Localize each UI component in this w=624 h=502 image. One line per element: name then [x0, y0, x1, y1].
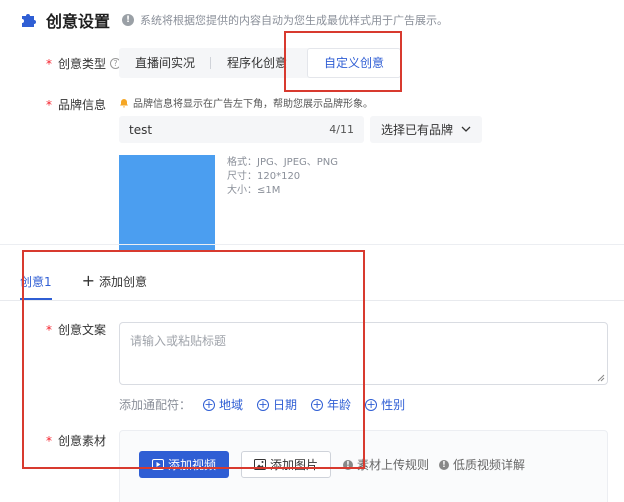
plus-circle-icon: +: [365, 397, 378, 411]
wildcard-age[interactable]: +年龄: [311, 397, 352, 412]
image-icon: [253, 459, 266, 470]
chevron-down-icon: [461, 124, 471, 135]
brand-logo-upload[interactable]: [119, 155, 215, 251]
wildcard-date[interactable]: +日期: [257, 397, 298, 412]
section-title: 创意设置: [46, 12, 111, 31]
brand-name-value: test: [129, 122, 153, 137]
creative-tabs: 创意1 + 添加创意: [20, 270, 177, 300]
required-mark: *: [46, 433, 52, 448]
logo-specs: 格式：JPG、JPEG、PNG 尺寸：120*120 大小：≤1M: [227, 157, 339, 196]
tab-underline-rule: [0, 300, 624, 301]
type-option-live[interactable]: 直播间实况: [119, 48, 212, 78]
plus-circle-icon: +: [257, 397, 270, 411]
quality-details-link[interactable]: ! 低质视频详解: [439, 456, 525, 473]
creative-copy-label: * 创意文案: [46, 322, 107, 338]
creative-type-label: * 创意类型 ?: [46, 55, 122, 72]
puzzle-icon: [22, 14, 36, 27]
brand-hint: 品牌信息将显示在广告左下角，帮助您展示品牌形象。: [119, 95, 373, 110]
plus-circle-icon: +: [203, 397, 216, 411]
brand-name-input[interactable]: test 4/11: [119, 116, 364, 143]
creative-copy-textarea[interactable]: 请输入或粘贴标题: [119, 322, 608, 385]
wildcard-gender[interactable]: +性别: [365, 397, 406, 412]
info-icon: !: [122, 14, 135, 26]
section-header: 创意设置 ! 系统将根据您提供的内容自动为您生成最优样式用于广告展示。: [20, 9, 448, 31]
plus-icon: +: [81, 271, 96, 290]
wildcard-row: 添加通配符： +地域 +日期 +年龄 +性别: [119, 396, 419, 413]
plus-circle-icon: +: [311, 397, 324, 411]
add-creative-button[interactable]: + 添加创意: [81, 271, 148, 290]
bell-icon: [120, 98, 128, 107]
creative-material-label: * 创意素材: [46, 433, 107, 449]
info-icon: !: [343, 459, 353, 470]
add-image-button[interactable]: 添加图片: [241, 451, 331, 478]
required-mark: *: [46, 56, 52, 71]
brand-info-label: * 品牌信息: [46, 97, 107, 113]
required-mark: *: [46, 322, 52, 337]
required-mark: *: [46, 97, 52, 112]
creative-type-selector: 直播间实况 程序化创意 自定义创意: [119, 48, 402, 78]
upload-rules-link[interactable]: ! 素材上传规则: [343, 456, 429, 473]
video-icon: [151, 459, 164, 470]
wildcard-label: 添加通配符：: [119, 398, 192, 412]
tab-creative-1[interactable]: 创意1: [20, 270, 52, 300]
type-option-programmatic[interactable]: 程序化创意: [227, 56, 288, 70]
resize-handle-icon[interactable]: [597, 374, 605, 382]
brand-select-dropdown[interactable]: 选择已有品牌: [370, 116, 482, 143]
type-option-custom[interactable]: 自定义创意: [307, 48, 402, 78]
char-count: 4/11: [329, 123, 354, 136]
copy-placeholder: 请输入或粘贴标题: [130, 334, 227, 348]
divider: [0, 244, 624, 245]
section-hint: 系统将根据您提供的内容自动为您生成最优样式用于广告展示。: [140, 14, 449, 27]
wildcard-region[interactable]: +地域: [203, 397, 244, 412]
info-icon: !: [439, 459, 449, 470]
add-video-button[interactable]: 添加视频: [139, 451, 229, 478]
